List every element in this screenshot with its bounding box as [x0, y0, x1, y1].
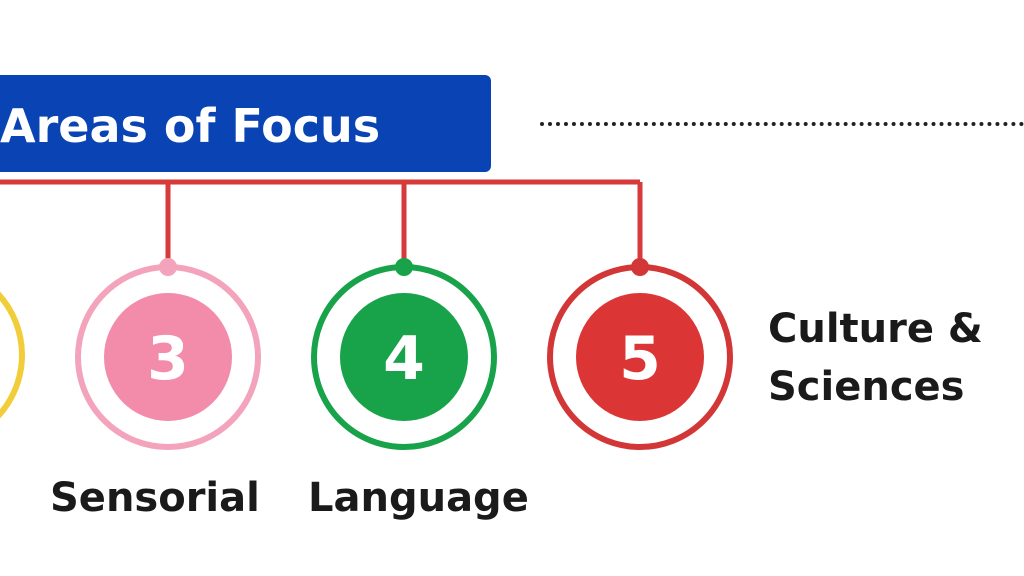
area-5-node: 5 — [547, 258, 733, 450]
area-3-disc — [104, 293, 232, 421]
area-4-node: 4 — [311, 258, 497, 450]
area-5-dot — [631, 258, 649, 276]
area-3-number: 3 — [147, 324, 189, 394]
area-5-label-line2: Sciences — [768, 364, 965, 410]
area-5-label-line1: Culture & — [768, 306, 983, 352]
dotted-divider — [540, 122, 1024, 126]
banner-title: Areas of Focus — [0, 99, 381, 153]
area-4-label: Language — [308, 475, 529, 521]
area-4-dot — [395, 258, 413, 276]
area-4-disc — [340, 293, 468, 421]
area-5-label: Culture & Sciences — [768, 300, 983, 416]
area-2-ring — [0, 291, 25, 419]
area-3-node: 3 — [75, 258, 261, 450]
area-5-number: 5 — [619, 324, 661, 394]
area-3-dot — [159, 258, 177, 276]
area-5-disc — [576, 293, 704, 421]
area-3-label: Sensorial — [50, 475, 260, 521]
title-banner — [0, 75, 491, 172]
area-4-number: 4 — [383, 324, 425, 394]
connector-line — [0, 179, 643, 266]
